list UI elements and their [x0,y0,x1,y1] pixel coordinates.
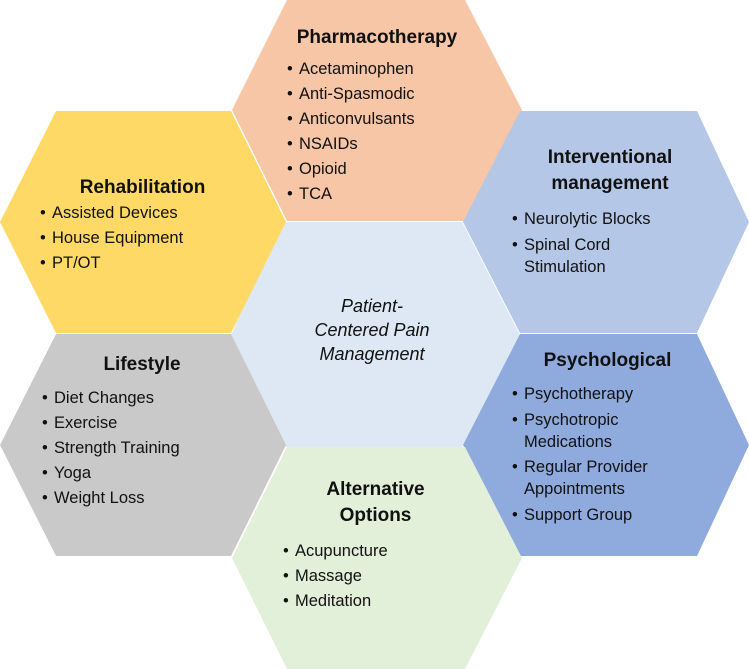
center-label: Patient- Centered Pain Management [314,296,430,364]
list-item: Psychotherapy [512,382,705,407]
center-hexagon [231,222,520,447]
list-item: Meditation [283,589,468,614]
alternative-title: Alternative Options [326,479,425,526]
list-item: Yoga [42,461,242,486]
interventional-text: Interventional management Neurolytic Blo… [510,145,710,281]
list-item: Exercise [42,411,242,436]
alternative-text: Alternative Options AcupunctureMassageMe… [283,477,468,614]
list-item: TCA [287,182,467,207]
list-item: Anticonvulsants [287,107,467,132]
list-item: Anti-Spasmodic [287,82,467,107]
list-item: Spinal Cord Stimulation [512,234,710,278]
lifestyle-text: Lifestyle Diet ChangesExerciseStrength T… [42,352,242,511]
rehabilitation-title: Rehabilitation [79,177,206,198]
rehabilitation-text: Rehabilitation Assisted DevicesHouse Equ… [40,175,245,276]
list-item: Strength Training [42,436,242,461]
list-item: Psychotropic Medications [512,409,705,453]
alternative-list: AcupunctureMassageMeditation [283,539,468,614]
list-item: Acupuncture [283,539,468,564]
list-item: Acetaminophen [287,57,467,82]
list-item: Weight Loss [42,486,242,511]
pharmacotherapy-list: AcetaminophenAnti-SpasmodicAnticonvulsan… [287,57,467,207]
psychological-title: Psychological [543,350,672,371]
list-item: Regular Provider Appointments [512,456,705,500]
list-item: Support Group [512,503,705,528]
psychological-list: PsychotherapyPsychotropic MedicationsReg… [512,382,705,528]
interventional-title: Interventional management [547,147,673,194]
lifestyle-title: Lifestyle [103,354,181,375]
list-item: Opioid [287,157,467,182]
list-item: NSAIDs [287,132,467,157]
pharmacotherapy-text: Pharmacotherapy AcetaminophenAnti-Spasmo… [287,25,467,207]
list-item: Diet Changes [42,386,242,411]
lifestyle-list: Diet ChangesExerciseStrength TrainingYog… [42,386,242,511]
list-item: House Equipment [40,226,245,251]
interventional-list: Neurolytic BlocksSpinal Cord Stimulation [512,207,710,278]
pharmacotherapy-title: Pharmacotherapy [296,27,458,48]
list-item: Massage [283,564,468,589]
list-item: PT/OT [40,251,245,276]
list-item: Assisted Devices [40,201,245,226]
psychological-text: Psychological PsychotherapyPsychotropic … [510,348,705,528]
list-item: Neurolytic Blocks [512,207,710,232]
rehabilitation-list: Assisted DevicesHouse EquipmentPT/OT [40,201,245,276]
